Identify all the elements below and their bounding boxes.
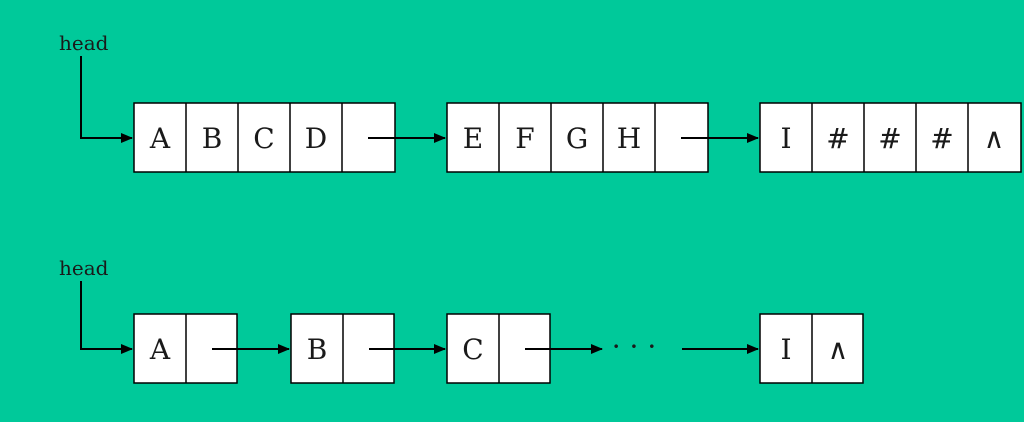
bottom-ellipsis: · · ·	[612, 330, 657, 363]
top-node-3-cell-4: #	[930, 122, 953, 155]
bottom-head-pointer	[80, 281, 133, 354]
top-null-pointer: ∧	[984, 122, 1005, 155]
top-node-3: I # # # ∧	[759, 102, 1022, 173]
top-node-1-cell-4: D	[305, 122, 327, 155]
bottom-linked-list: head A B C · · ·	[59, 256, 864, 384]
top-node-2: E F G H	[446, 102, 709, 173]
bottom-node-c-data: C	[462, 333, 483, 366]
top-node-2-cell-2: F	[515, 122, 534, 155]
top-node-1-cell-3: C	[253, 122, 274, 155]
top-node-1-cell-2: B	[202, 122, 223, 155]
bottom-null-pointer: ∧	[828, 333, 849, 366]
bottom-node-b-data: B	[307, 333, 328, 366]
top-node-1: A B C D	[133, 102, 396, 173]
bottom-head-label: head	[59, 256, 109, 280]
top-linked-list: head A B C D E	[59, 31, 1022, 173]
top-node-3-cell-1: I	[780, 122, 791, 155]
top-node-2-cell-1: E	[463, 122, 483, 155]
top-node-2-cell-4: H	[617, 122, 641, 155]
bottom-node-i-data: I	[780, 333, 791, 366]
top-head-pointer	[80, 56, 133, 143]
top-node-3-cell-2: #	[826, 122, 849, 155]
top-head-label: head	[59, 31, 109, 55]
top-node-1-cell-1: A	[149, 122, 171, 155]
bottom-node-a-data: A	[149, 333, 171, 366]
top-node-3-cell-3: #	[878, 122, 901, 155]
top-node-2-cell-3: G	[566, 122, 588, 155]
bottom-node-i: I ∧	[759, 313, 864, 384]
